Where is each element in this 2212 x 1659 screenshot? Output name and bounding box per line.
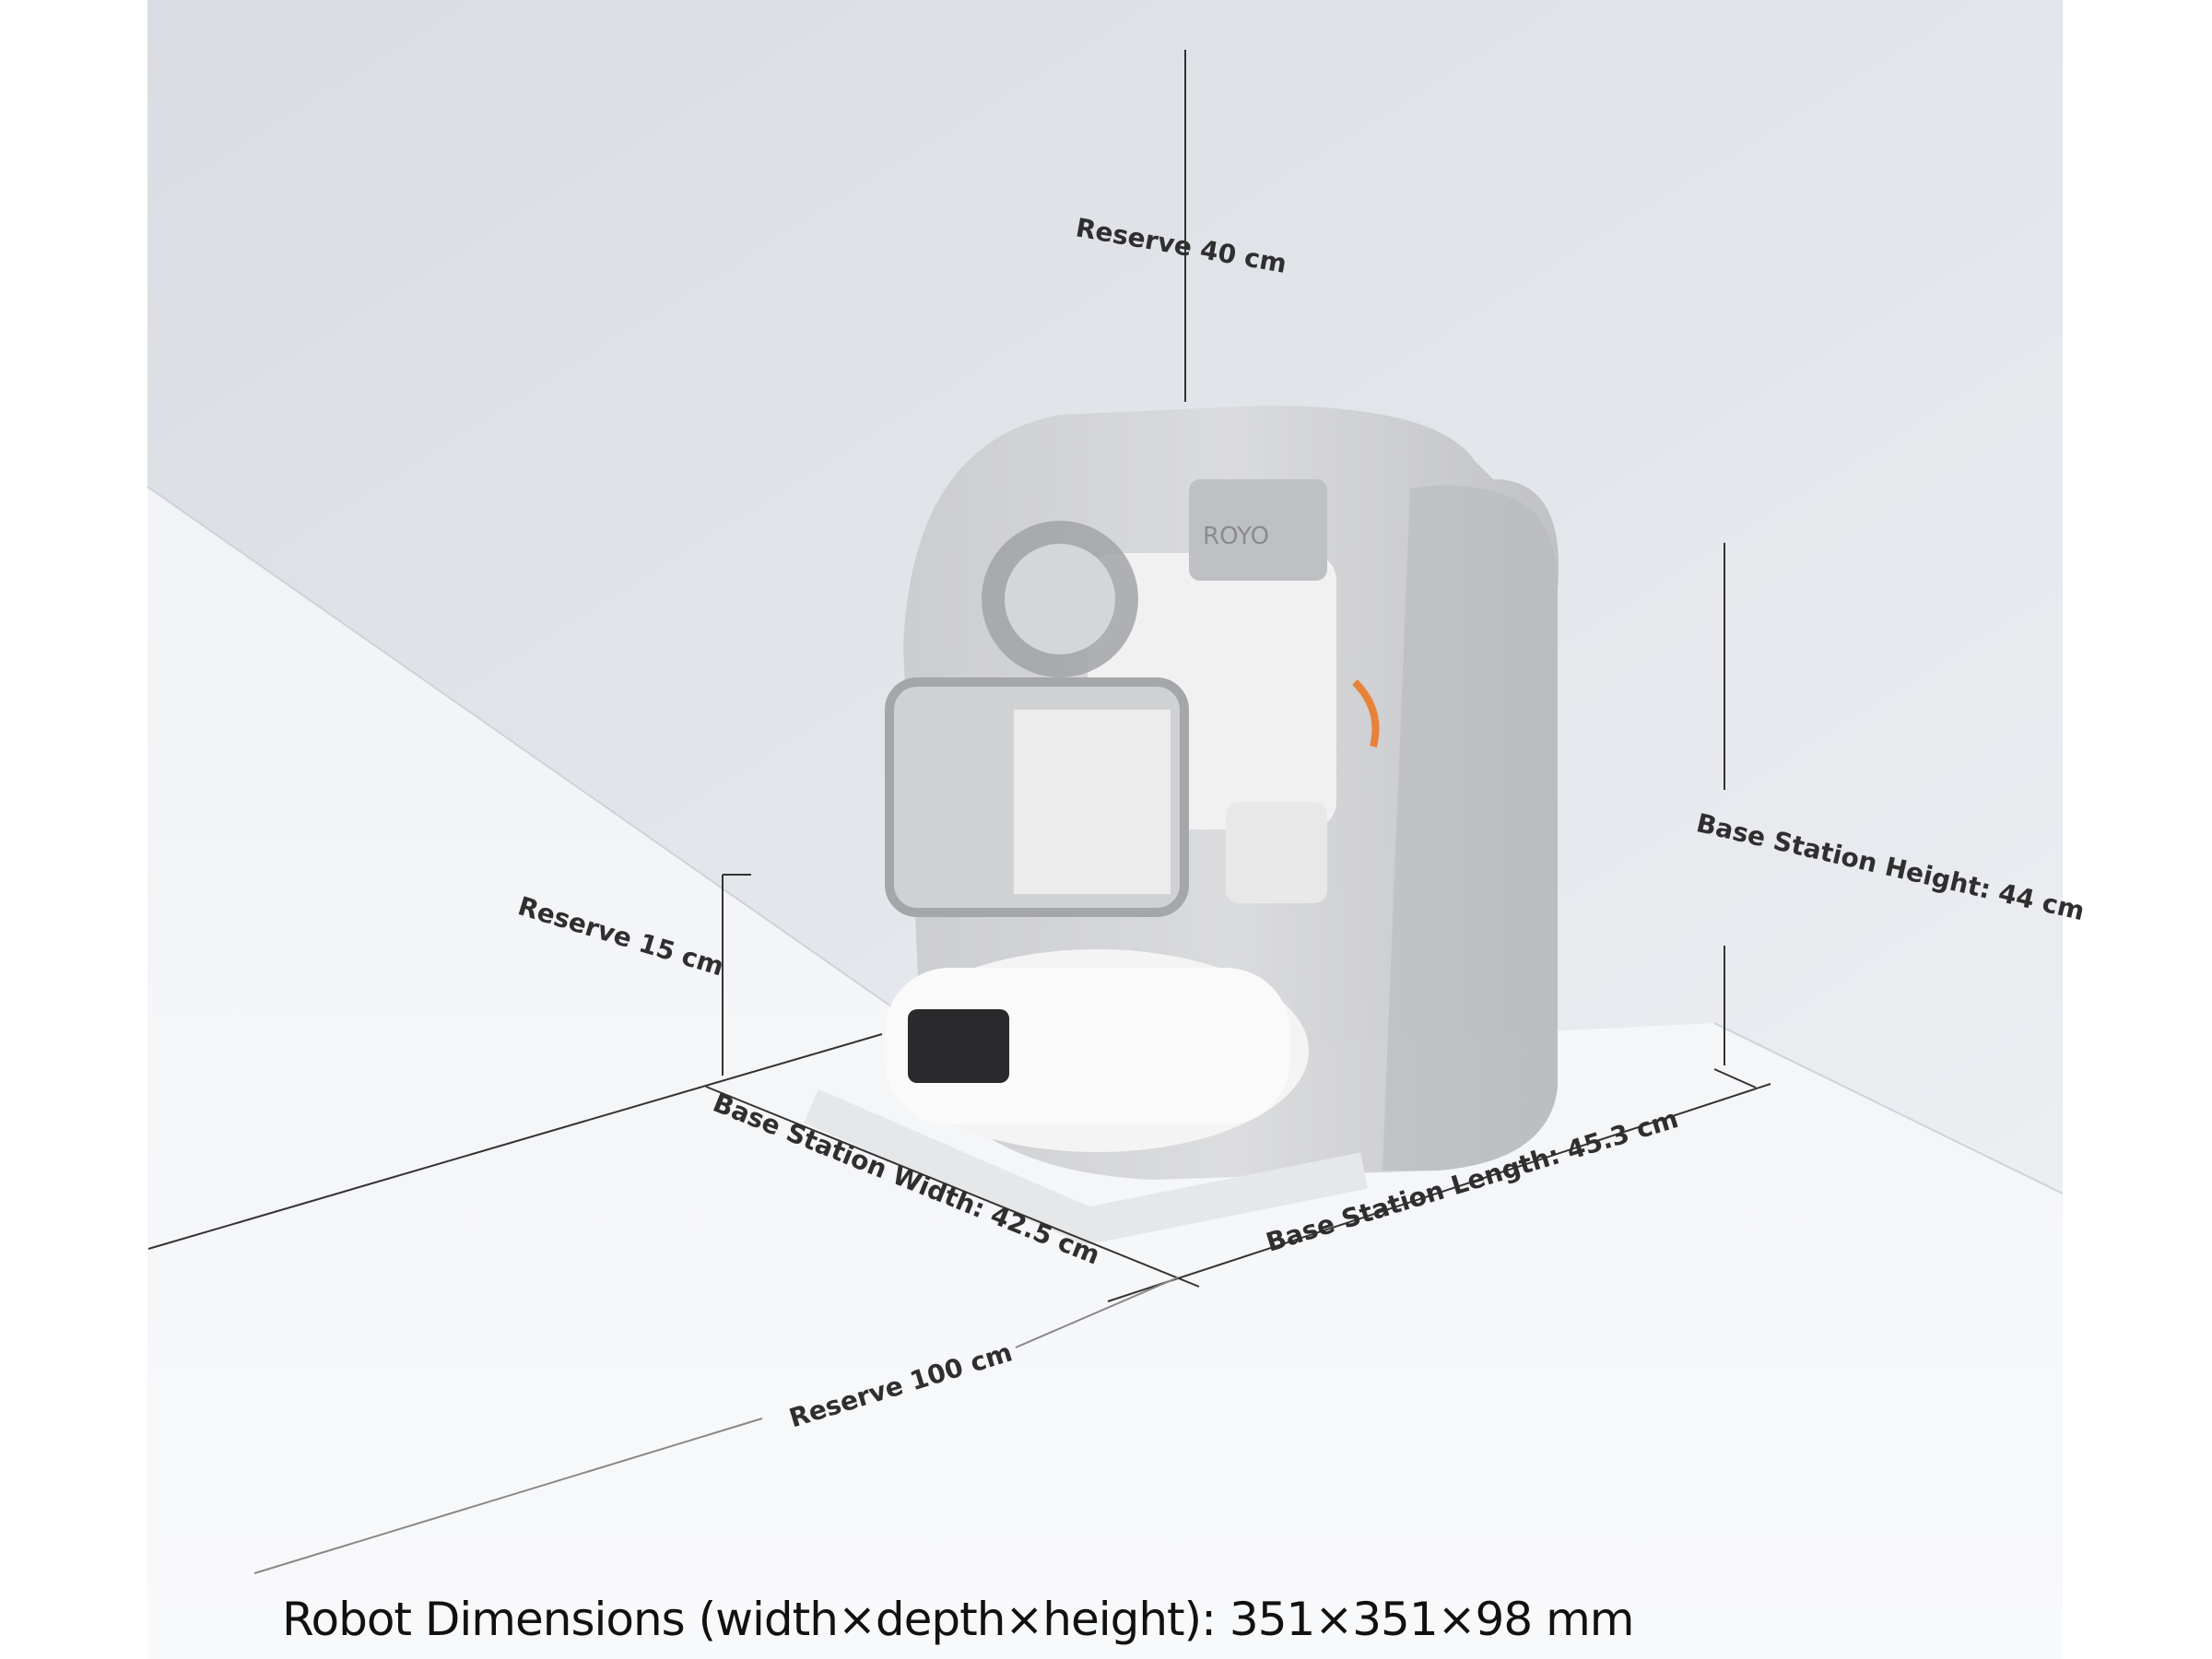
dimension-lines bbox=[147, 50, 1771, 1574]
orange-cable bbox=[1352, 679, 1380, 747]
base-station-illustration: ROYO bbox=[804, 406, 1559, 1245]
robot-dimensions-caption: Robot Dimensions (width×depth×height): 3… bbox=[282, 1593, 1634, 1646]
svg-text:ROYO: ROYO bbox=[1203, 523, 1269, 550]
royo-logo-module bbox=[1189, 479, 1327, 581]
robot-camera-module bbox=[908, 1009, 1009, 1083]
